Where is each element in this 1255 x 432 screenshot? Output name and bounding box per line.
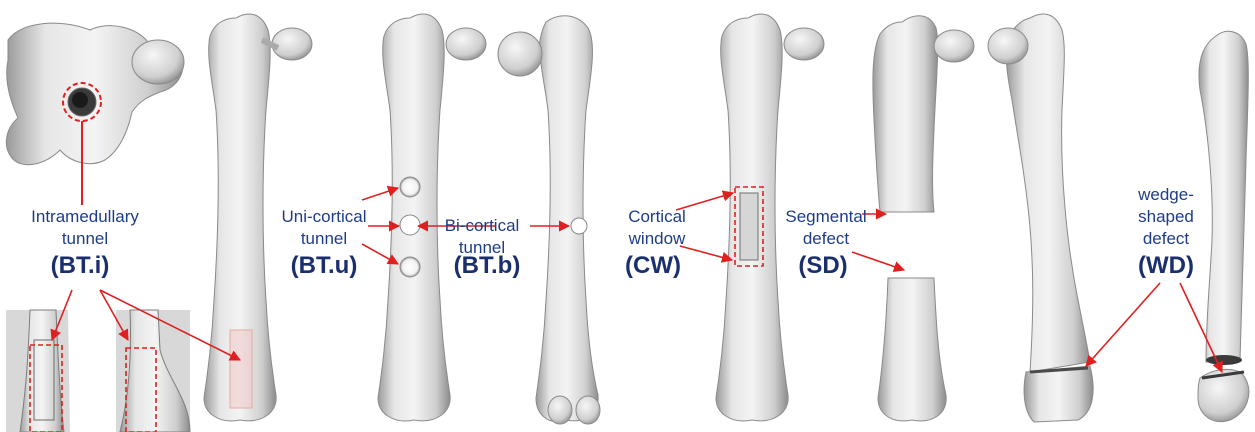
cw-label: Cortical window bbox=[612, 206, 702, 250]
bti-label-line-1: Intramedullary bbox=[10, 206, 160, 228]
btb-code: (BT.b) bbox=[432, 252, 542, 280]
wd-label-line-3: defect bbox=[1106, 228, 1226, 250]
femur-wd-front bbox=[988, 14, 1093, 422]
femur-sd-distal bbox=[878, 278, 946, 421]
wd-code: (WD) bbox=[1106, 252, 1226, 280]
wd-label-line-1: wedge- bbox=[1106, 184, 1226, 206]
wd-label-line-2: shaped bbox=[1106, 206, 1226, 228]
intramedullary-section-front bbox=[6, 310, 70, 432]
intramedullary-section-side bbox=[116, 310, 190, 432]
cw-label-line-2: window bbox=[612, 228, 702, 250]
btu-code: (BT.u) bbox=[264, 252, 384, 280]
btu-label-line-1: Uni-cortical bbox=[264, 206, 384, 228]
bti-label-line-2: tunnel bbox=[10, 228, 160, 250]
proximal-femur-end-view bbox=[6, 23, 184, 205]
btb-label-line-1: Bi-cortical bbox=[432, 215, 532, 237]
sd-label-line-1: Segmental bbox=[776, 206, 876, 228]
femur-sd-proximal bbox=[873, 16, 974, 212]
sd-code: (SD) bbox=[778, 252, 868, 280]
btu-label-line-2: tunnel bbox=[264, 228, 384, 250]
cw-label-line-1: Cortical bbox=[612, 206, 702, 228]
btu-label: Uni-cortical tunnel bbox=[264, 206, 384, 250]
bti-label: Intramedullary tunnel bbox=[10, 206, 160, 250]
cw-code: (CW) bbox=[608, 252, 698, 280]
sd-label-line-2: defect bbox=[776, 228, 876, 250]
sd-label: Segmental defect bbox=[776, 206, 876, 250]
bti-code: (BT.i) bbox=[20, 252, 140, 280]
wd-label: wedge- shaped defect bbox=[1106, 184, 1226, 250]
